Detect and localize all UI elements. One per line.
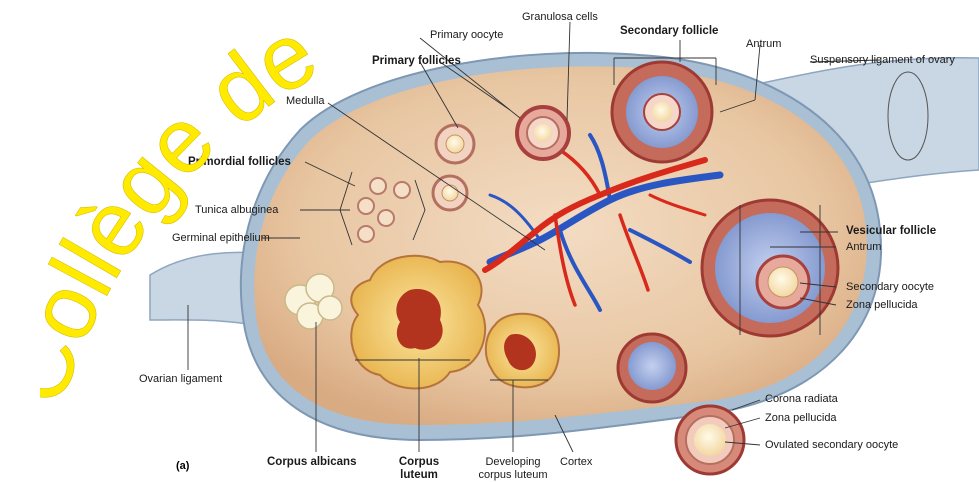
label-primary-oocyte: Primary oocyte (430, 29, 503, 41)
label-antrum-top: Antrum (746, 38, 781, 50)
vesicular-follicle (702, 200, 838, 336)
label-tunica-albuginea: Tunica albuginea (195, 204, 278, 216)
label-developing-corpus-luteum-line2: corpus luteum (470, 469, 556, 481)
label-antrum-right: Antrum (846, 241, 881, 253)
label-primordial-follicles: Primordial follicles (188, 156, 291, 168)
label-secondary-follicle: Secondary follicle (620, 25, 718, 37)
ruptured-follicle (618, 334, 686, 402)
label-zona-pellucida-bottom: Zona pellucida (765, 412, 837, 424)
label-primary-follicles: Primary follicles (372, 55, 461, 67)
label-ovulated-secondary-oocyte: Ovulated secondary oocyte (765, 439, 898, 451)
granulosa-follicle (517, 107, 569, 159)
panel-label: (a) (176, 460, 189, 472)
label-corona-radiata: Corona radiata (765, 393, 838, 405)
label-developing-corpus-luteum-line1: Developing (470, 456, 556, 468)
label-medulla: Medulla (286, 95, 325, 107)
label-zona-pellucida-right: Zona pellucida (846, 299, 918, 311)
developing-corpus-luteum (486, 314, 559, 388)
label-cortex: Cortex (560, 456, 592, 468)
label-secondary-oocyte: Secondary oocyte (846, 281, 934, 293)
label-ovarian-ligament: Ovarian ligament (139, 373, 222, 385)
label-suspensory-ligament: Suspensory ligament of ovary (810, 54, 955, 66)
ovulated-secondary-oocyte (676, 406, 744, 474)
label-corpus-luteum-line1: Corpus (392, 456, 446, 468)
label-vesicular-follicle: Vesicular follicle (846, 225, 936, 237)
label-corpus-luteum-line2: luteum (392, 469, 446, 481)
label-corpus-albicans: Corpus albicans (267, 456, 356, 468)
label-granulosa-cells: Granulosa cells (522, 11, 598, 23)
label-germinal-epithelium: Germinal epithelium (172, 232, 270, 244)
secondary-follicle (612, 62, 712, 162)
